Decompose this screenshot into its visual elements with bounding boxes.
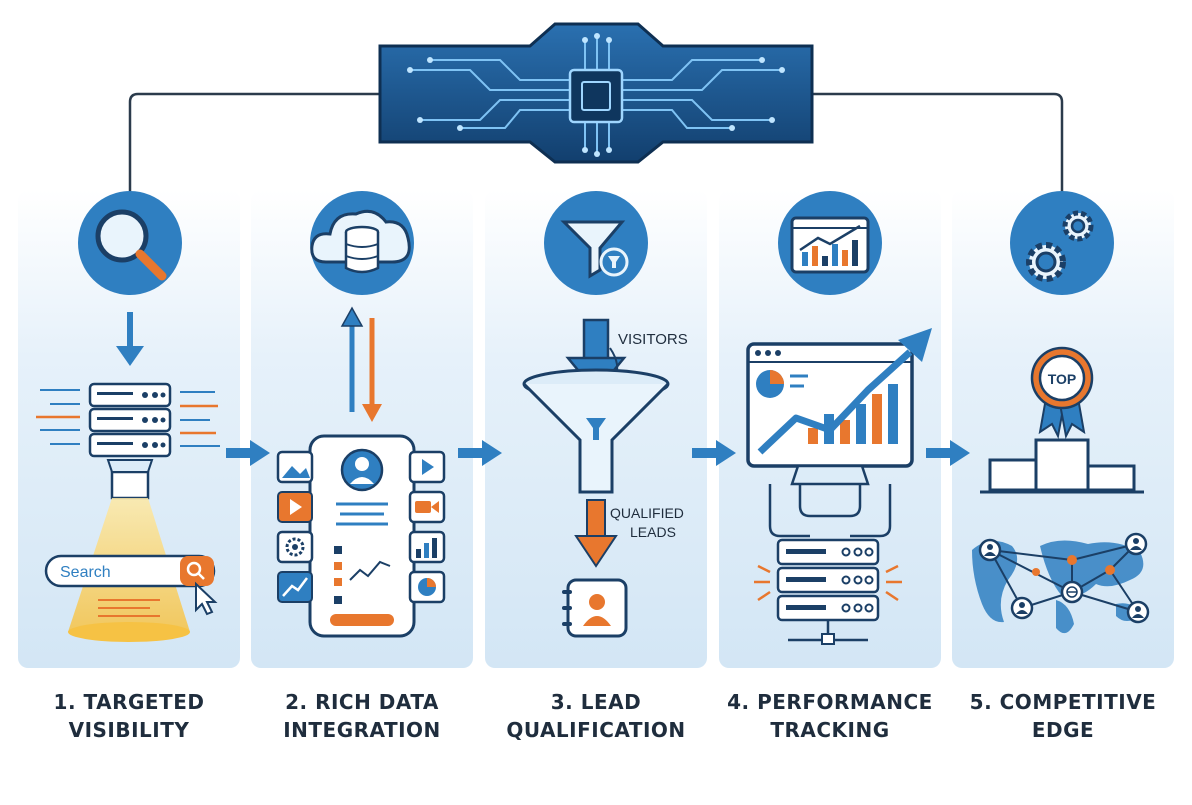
contact-book-icon: [562, 578, 628, 638]
server-stack-icon: [754, 538, 902, 645]
arrow-3-4: [692, 440, 736, 466]
panel-2-label-line1: 2. RICH DATA: [285, 690, 439, 714]
panel-3-label-line1: 3. LEAD: [550, 690, 642, 714]
panel-5-label: 5. COMPETITIVE EDGE: [948, 688, 1178, 744]
panel-2-label: 2. RICH DATA INTEGRATION: [247, 688, 477, 744]
down-arrow-icon: [116, 312, 144, 366]
funnel-filter-icon: [544, 191, 648, 295]
camera-tile: [408, 490, 446, 524]
flow-arrows: [226, 440, 970, 466]
dashboard-chart-icon: [778, 191, 882, 295]
bars-tile: [408, 530, 446, 564]
image-tile: [276, 450, 314, 484]
sync-arrows-icon: [340, 306, 382, 422]
global-network-icon: [972, 532, 1150, 634]
arrow-1-2: [226, 440, 270, 466]
panel-2-label-line2: INTEGRATION: [283, 718, 441, 742]
search-placeholder: Search: [60, 564, 111, 581]
play-tile: [408, 450, 446, 484]
panel-1-label: 1. TARGETED VISIBILITY: [14, 688, 244, 744]
arrow-4-5: [926, 440, 970, 466]
profile-hub-icon: [276, 434, 446, 638]
panel-3-label-line2: QUALIFICATION: [506, 718, 686, 742]
search-bar: Search: [44, 554, 216, 588]
badge-text: TOP: [1048, 371, 1077, 387]
arrow-2-3: [458, 440, 502, 466]
cursor-icon: [195, 581, 218, 616]
server-icon: [36, 382, 220, 500]
settings-tile: [276, 530, 314, 564]
monitor-icon: [746, 328, 932, 486]
result-lines: [98, 599, 160, 617]
panel-5-label-line2: EDGE: [1031, 718, 1095, 742]
qualified-leads-line1: QUALIFIED: [610, 505, 684, 521]
panel-4-label-line1: 4. PERFORMANCE: [727, 690, 933, 714]
qualified-leads-line2: LEADS: [630, 524, 676, 540]
funnel-icon: [522, 368, 670, 494]
gears-icon: [1010, 191, 1114, 295]
server-connectors: [768, 484, 892, 538]
visitors-label: VISITORS: [618, 331, 688, 348]
podium-icon: [980, 438, 1144, 494]
award-badge-icon: TOP: [1030, 346, 1094, 440]
panel-5-label-line1: 5. COMPETITIVE: [969, 690, 1157, 714]
magnifier-icon: [78, 191, 182, 295]
pie-tile: [408, 570, 446, 604]
chip-icon: [378, 22, 814, 164]
panel-4-label: 4. PERFORMANCE TRACKING: [715, 688, 945, 744]
leads-arrow: [574, 499, 618, 568]
panel-3-label: 3. LEAD QUALIFICATION: [481, 688, 711, 744]
panel-4-label-line2: TRACKING: [770, 718, 890, 742]
trend-tile: [277, 571, 313, 603]
top-connector-line: [128, 92, 1064, 195]
cloud-database-icon: [310, 191, 414, 295]
panel-1-label-line2: VISIBILITY: [68, 718, 190, 742]
panel-1-label-line1: 1. TARGETED: [53, 690, 205, 714]
